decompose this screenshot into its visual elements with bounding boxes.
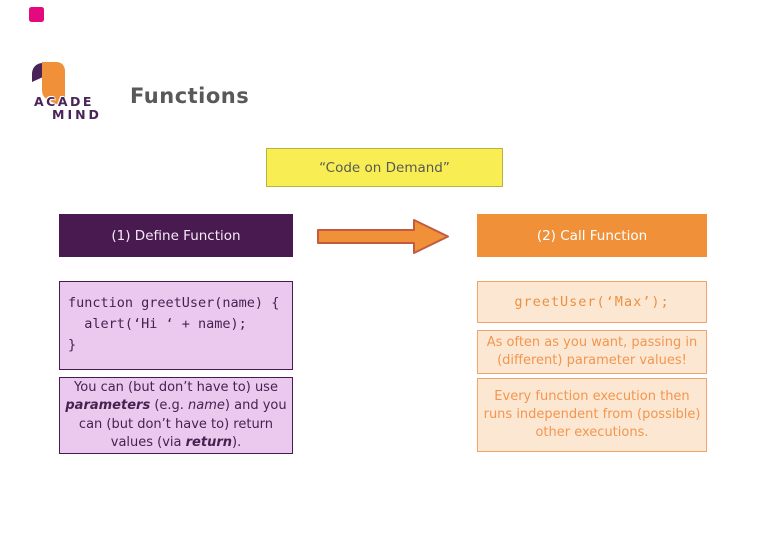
logo-text-acade: ACADE — [34, 94, 94, 109]
define-header-label: (1) Define Function — [111, 227, 241, 244]
logo-ribbon-icon — [32, 62, 65, 105]
flow-arrow-icon — [317, 219, 449, 254]
call-code-box: greetUser(‘Max’); — [477, 281, 707, 323]
call-note-first: As often as you want, passing in (differ… — [477, 330, 707, 374]
define-code-box: function greetUser(name) { alert(‘Hi ‘ +… — [59, 281, 293, 370]
define-note: You can (but don’t have to) use paramete… — [65, 379, 287, 451]
call-function-header: (2) Call Function — [477, 214, 707, 257]
call-note-first-text: As often as you want, passing in (differ… — [486, 335, 698, 368]
slide-marker — [29, 7, 44, 22]
define-note-box: You can (but don’t have to) use paramete… — [59, 377, 293, 454]
code-on-demand-banner: “Code on Demand” — [266, 148, 503, 187]
define-function-header: (1) Define Function — [59, 214, 293, 257]
define-code: function greetUser(name) { alert(‘Hi ‘ +… — [68, 295, 280, 353]
call-header-label: (2) Call Function — [536, 227, 648, 244]
page-title: Functions — [130, 84, 250, 108]
call-code: greetUser(‘Max’); — [514, 294, 670, 310]
call-note-second: Every function execution then runs indep… — [477, 378, 707, 452]
call-note-second-text: Every function execution then runs indep… — [483, 389, 701, 440]
academind-logo: ACADE MIND — [27, 60, 132, 124]
logo-text-mind: MIND — [52, 107, 102, 122]
banner-text: “Code on Demand” — [319, 159, 450, 176]
